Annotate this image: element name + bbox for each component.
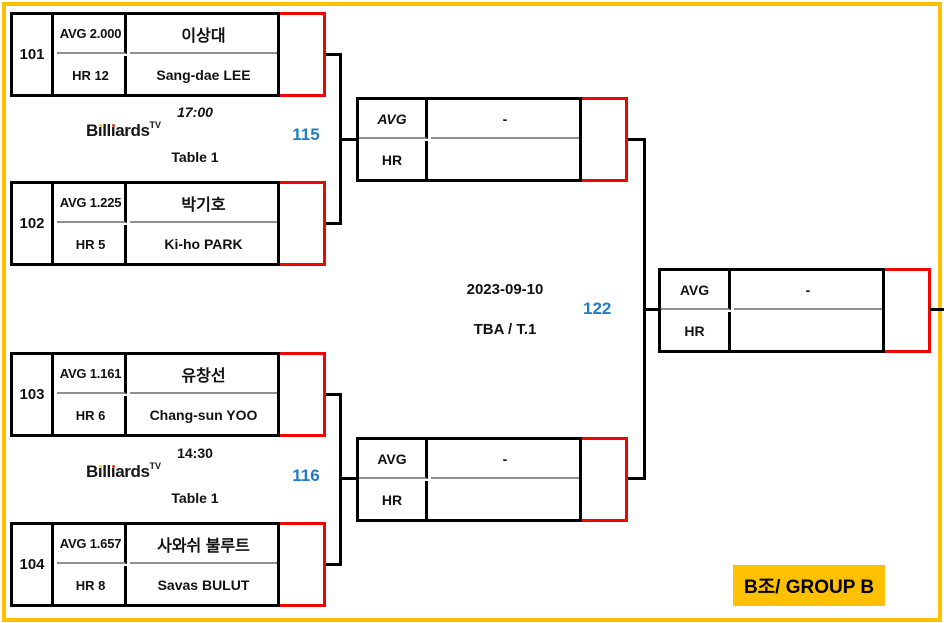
player-hr: HR 6 [57,396,127,434]
player-hr: HR 5 [57,225,127,263]
bracket-connector [643,308,658,311]
group-badge: B조/ GROUP B [733,565,885,606]
winner-out-line [930,308,944,311]
match-number: 102 [13,184,54,263]
bracket-match-number: 116 [292,466,320,485]
player-name-kr: 유창선 [130,355,277,394]
match-box-102: 102 AVG 1.225 HR 5 박기호 Ki-ho PARK [10,181,280,266]
score-cell-115 [582,97,628,182]
match-number: 104 [13,525,54,604]
semifinal-box-115: AVG - HR [356,97,582,182]
final-date: 2023-09-10 [466,281,544,298]
logo-tv-sup: TV [149,461,162,472]
player-name-kr: 박기호 [130,184,277,223]
avg-label: AVG [661,271,731,310]
player-avg: AVG 1.657 [57,525,127,564]
logo-red-dot-i: ı [110,462,116,481]
hr-value [431,141,579,179]
player-name-en: Chang-sun YOO [149,407,258,423]
logo-text: ards [115,121,150,140]
bracket-connector [339,477,356,480]
session-time: 14:30 [177,445,213,461]
hr-label: HR [359,481,428,519]
score-cell-101 [280,12,326,97]
table-label: Table 1 [171,149,219,165]
avg-value: - [431,440,579,479]
billiards-tv-logo: BıllıardsTV [86,461,162,482]
logo-text: ll [102,462,111,481]
logo-text: B [86,121,98,140]
score-cell-116 [582,437,628,522]
bracket-connector [325,393,342,396]
score-cell-122 [885,268,931,353]
avg-value: - [431,100,579,139]
player-avg: AVG 1.161 [57,355,127,394]
hr-value [431,481,579,519]
bracket-connector [325,53,342,56]
final-match-number: 122 [583,299,612,318]
match-box-104: 104 AVG 1.657 HR 8 사와쉬 불루트 Savas BULUT [10,522,280,607]
bracket-connector [339,138,356,141]
player-name-en: Ki-ho PARK [164,236,243,252]
avg-label: AVG [359,440,428,479]
avg-label: AVG [359,100,428,139]
bracket-connector [325,563,342,566]
bracket-connector [325,222,342,225]
player-avg: AVG 1.225 [57,184,127,223]
final-box-122: AVG - HR [658,268,885,353]
session-time: 17:00 [177,104,213,120]
session-block-116: 14:30 BıllıardsTV Table 1 116 [10,437,326,522]
match-number: 103 [13,355,54,434]
score-cell-104 [280,522,326,607]
match-box-103: 103 AVG 1.161 HR 6 유창선 Chang-sun YOO [10,352,280,437]
logo-red-dot-i: ı [110,121,116,140]
player-name-en: Sang-dae LEE [156,67,251,83]
logo-text: ll [102,121,111,140]
player-hr: HR 12 [57,56,127,94]
logo-tv-sup: TV [149,120,162,131]
player-name-kr: 이상대 [130,15,277,54]
table-label: Table 1 [171,490,219,506]
logo-text: ards [115,462,150,481]
player-name-kr: 사와쉬 불루트 [130,525,277,564]
logo-yellow-dot-i: ı [97,462,103,481]
bracket-match-number: 115 [292,125,320,144]
final-venue: TBA / T.1 [473,321,537,338]
hr-label: HR [661,312,731,350]
player-hr: HR 8 [57,566,127,604]
billiards-tv-logo: BıllıardsTV [86,120,162,141]
logo-text: B [86,462,98,481]
score-cell-103 [280,352,326,437]
semifinal-box-116: AVG - HR [356,437,582,522]
player-avg: AVG 2.000 [57,15,127,54]
logo-yellow-dot-i: ı [97,121,103,140]
avg-value: - [734,271,882,310]
session-block-115: 17:00 BıllıardsTV Table 1 115 [10,96,326,181]
player-name-en: Savas BULUT [157,577,250,593]
match-number: 101 [13,15,54,94]
hr-label: HR [359,141,428,179]
bracket-connector [628,477,645,480]
bracket-connector [628,138,645,141]
match-box-101: 101 AVG 2.000 HR 12 이상대 Sang-dae LEE [10,12,280,97]
hr-value [734,312,882,350]
score-cell-102 [280,181,326,266]
